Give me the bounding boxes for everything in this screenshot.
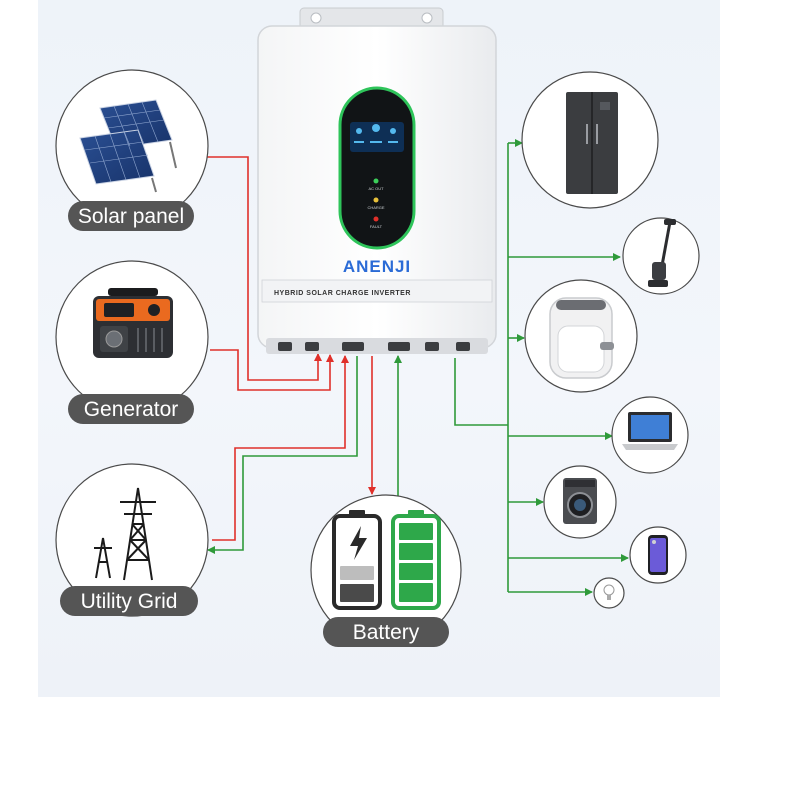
laptop-icon [622,412,678,450]
input-wires [205,156,376,541]
source-grid: Utility Grid [55,463,209,617]
solar-panel-icon [79,99,177,193]
load-vacuum [622,217,700,295]
load-refrigerator [521,71,659,209]
brand-logo: ANENJI [343,257,411,276]
source-generator: Generator [55,260,209,424]
power-tower-icon [94,487,156,581]
grid-label: Utility Grid [81,590,178,613]
grid-return-wire [207,356,358,554]
inverter-device: HYBRID SOLAR CHARGE INVERTER AC OUT CHAR… [257,7,497,354]
refrigerator-icon [566,92,618,194]
generator-wire [210,349,334,391]
solar-label-pill [68,201,194,231]
solar-wire [205,156,322,381]
load-bus [454,358,508,426]
washing-machine-icon [563,478,597,524]
generator-label: Generator [84,398,179,421]
battery-icon [332,510,441,610]
load-laptop [611,396,689,474]
air-fryer-icon [549,297,614,379]
solar-label: Solar panel [78,205,184,228]
output-wires [207,139,629,596]
load-smartphone [629,526,687,584]
model-text: HYBRID SOLAR CHARGE INVERTER [274,290,411,297]
battery-label-pill [323,617,449,647]
light-bulb-icon [603,584,615,600]
source-solar: Solar panel [55,69,209,231]
indicator-fault: FAULT [370,224,383,229]
grid-label-pill [60,586,198,616]
smartphone-icon [648,535,668,575]
indicator-charge: CHARGE [367,205,384,210]
battery-label: Battery [353,621,420,644]
load-air-fryer [524,279,638,393]
load-light-bulb [593,577,625,609]
generator-icon [93,288,173,358]
generator-label-pill [68,394,194,424]
grid-wire [212,355,349,541]
storage-battery: Battery [310,494,462,647]
load-washing-machine [543,465,617,539]
indicator-ac-out: AC OUT [368,186,384,191]
vacuum-cleaner-icon [648,219,676,287]
